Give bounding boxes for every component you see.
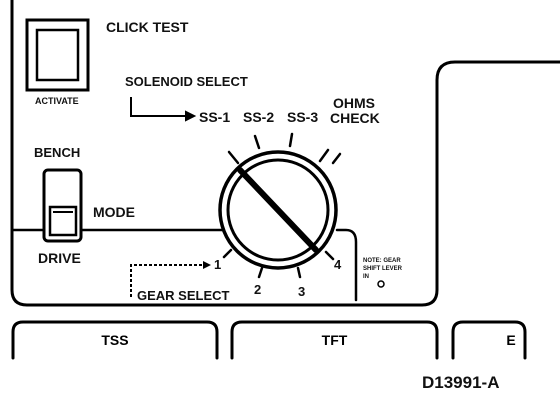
activate-button[interactable]: [25, 18, 90, 92]
gear-1[interactable]: 1: [214, 257, 222, 272]
tab-tss[interactable]: TSS: [101, 332, 129, 348]
note-line3: IN: [363, 274, 369, 280]
gear-2[interactable]: 2: [254, 282, 262, 297]
gear-4[interactable]: 4: [334, 257, 342, 272]
note-indicator-icon: [377, 280, 385, 288]
note-line2: SHIFT LEVER: [363, 266, 403, 272]
solenoid-arrow: [130, 97, 197, 122]
knob-ticks: [222, 132, 342, 279]
gear-arrow: [130, 264, 204, 297]
tab-tft-outline: [230, 320, 439, 360]
note-line1: NOTE: GEAR: [363, 258, 401, 264]
mode-label: MODE: [93, 204, 135, 220]
selector-knob[interactable]: [218, 150, 338, 270]
gear-arrow-head: [203, 261, 211, 269]
solenoid-ss1[interactable]: SS-1: [199, 109, 231, 125]
ohms-label-line2[interactable]: CHECK: [330, 110, 380, 126]
panel-outline: [10, 0, 560, 307]
gear-3[interactable]: 3: [298, 284, 306, 299]
ohms-label-line1[interactable]: OHMS: [333, 95, 375, 111]
solenoid-ss2[interactable]: SS-2: [243, 109, 275, 125]
mode-divider-line: [10, 228, 358, 302]
bench-label: BENCH: [34, 145, 81, 160]
mode-switch[interactable]: [42, 168, 83, 243]
tab-tss-outline: [11, 320, 219, 360]
solenoid-select-label: SOLENOID SELECT: [125, 74, 248, 89]
figure-id: D13991-A: [422, 373, 500, 392]
tab-e[interactable]: E: [506, 332, 516, 348]
solenoid-ss3[interactable]: SS-3: [287, 109, 319, 125]
tab-e-outline: [451, 320, 527, 360]
tab-tft[interactable]: TFT: [321, 332, 348, 348]
drive-label: DRIVE: [38, 250, 81, 266]
click-test-label: CLICK TEST: [106, 19, 189, 35]
activate-label: ACTIVATE: [35, 96, 79, 106]
gear-select-label: GEAR SELECT: [137, 288, 230, 303]
